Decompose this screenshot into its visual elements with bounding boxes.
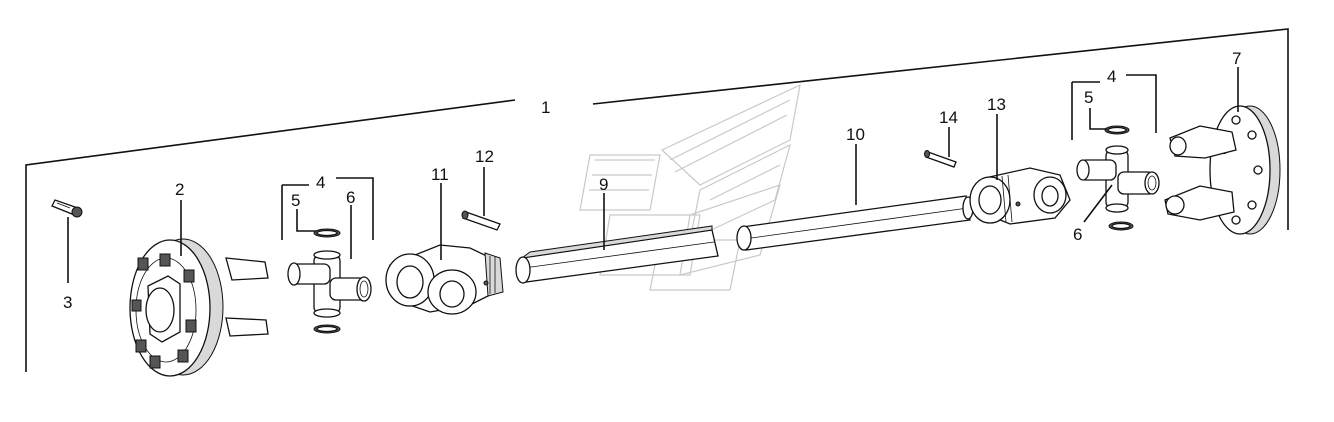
callout-2: 2 (175, 180, 184, 199)
circlip-right (1104, 125, 1134, 231)
spider-cross-right (1076, 145, 1160, 213)
callout-5-left: 5 (291, 191, 300, 210)
spider-cross-left (287, 250, 372, 318)
tube-yoke-left (385, 244, 504, 315)
callout-10: 10 (846, 125, 865, 144)
callout-9: 9 (599, 175, 608, 194)
roll-pin-left (461, 210, 501, 231)
outer-tube (515, 225, 719, 284)
callout-6-left: 6 (346, 188, 355, 207)
flange-yoke-end-part (1164, 105, 1281, 235)
flange-yoke-part (129, 238, 269, 377)
tube-yoke-right (969, 167, 1071, 225)
callout-1: 1 (541, 98, 550, 117)
circlip-left (313, 228, 341, 334)
callout-4-left: 4 (316, 173, 325, 192)
callout-3: 3 (63, 293, 72, 312)
callout-14: 14 (939, 108, 958, 127)
bolt-part (51, 199, 83, 218)
roll-pin-right (924, 150, 957, 168)
callout-13: 13 (987, 95, 1006, 114)
callout-12: 12 (475, 147, 494, 166)
callout-labels: 1 2 3 4 5 6 11 12 9 10 14 13 4 5 6 7 (63, 49, 1241, 312)
assembly-outline (25, 28, 1289, 372)
inner-tube (736, 195, 974, 251)
callout-5-right: 5 (1084, 88, 1093, 107)
callout-11: 11 (431, 165, 449, 184)
callout-7: 7 (1232, 49, 1241, 68)
callout-4-right: 4 (1107, 67, 1116, 86)
leader-lines (67, 67, 1239, 283)
callout-6-right: 6 (1073, 225, 1082, 244)
